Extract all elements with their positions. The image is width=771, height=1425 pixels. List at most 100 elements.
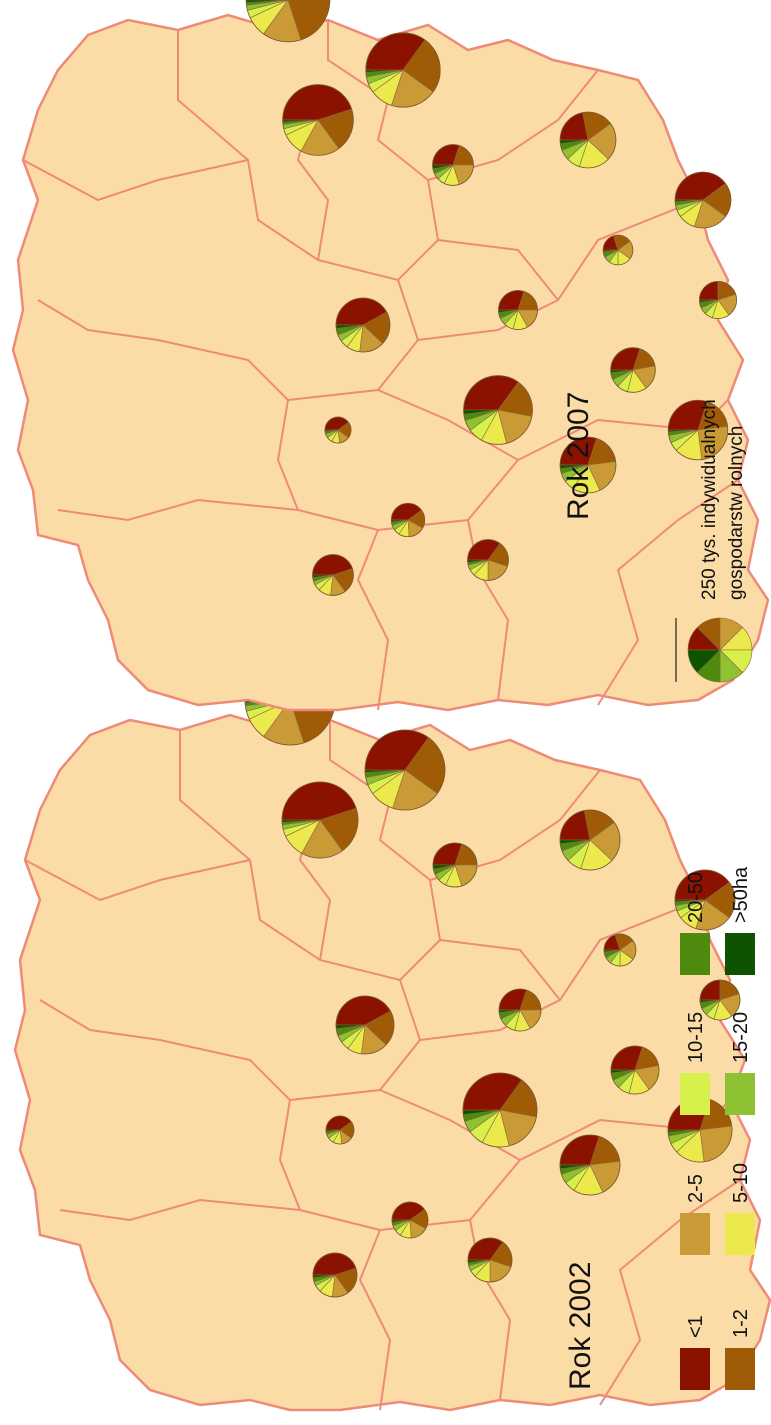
legend-swatch [680,933,710,975]
map-title-2007: Rok 2007 [562,392,595,520]
map-2002-pie [559,809,621,871]
legend-swatch [680,1073,710,1115]
map-2007-pie [390,502,426,538]
map-2002-pie [674,869,736,931]
map-2007-pie [432,144,474,186]
map-2002-pie [498,988,542,1032]
map-2002-pie-outline [432,842,478,888]
legend-label: 10-15 [685,1012,707,1063]
legend-size-reference-slice [687,649,721,674]
map-2007-pie [245,0,331,43]
map-2007-pie [282,84,354,156]
map-2007-pie-outline [463,375,533,445]
legend-label: 20-50 [685,872,707,923]
map-2002-pie-outline [467,1237,513,1283]
map-2007-pie-outline [282,84,354,156]
legend-size-reference: 250 tys. indywidualnych gospodarstw rolny… [675,399,753,683]
map-2002-pie [610,1045,660,1095]
map-2007: Rok 2007 [11,0,770,712]
map-2002-pie-outline [603,933,637,967]
map-2007-pie-outline [667,399,729,461]
map-2002-pie-outline [674,869,736,931]
map-2007-pie [365,32,441,108]
legend-label: >50ha [730,866,752,923]
map-2002-pie [391,1201,429,1239]
map-2007-pie-outline [602,234,634,266]
map-2007-pie-outline [365,32,441,108]
map-2002-pie-outline [498,988,542,1032]
map-2002-pie-outline [462,1072,538,1148]
legend: <1 1-2 2-5 5-10 10-15 15-20 20-50 >50ha 250 tys.… [675,399,755,1390]
legend-label: 1-2 [730,1309,752,1338]
map-2002-pie [312,1252,358,1298]
legend-swatch [725,1073,755,1115]
map-2007-pie [610,347,656,393]
voivodeship-borders-2002 [24,720,741,1411]
map-2007-pie-outline [324,416,352,444]
map-2002-pie [462,1072,538,1148]
map-2002-pie-outline [699,979,741,1021]
map-2007-pie [467,539,509,581]
map-2007-pie-outline [498,290,538,330]
map-2002-pie [325,1115,355,1145]
map-2002: Rok 2002 [13,654,771,1412]
map-2007-pie [699,281,738,320]
legend-size-text-line2: gospodarstw rolnych [726,426,747,600]
map-2002-pie-outline [364,729,446,811]
map-2007-pie-outline [467,539,509,581]
map-2002-pie-outline [559,809,621,871]
pie-charts-2002 [244,654,741,1298]
legend-size-text-line1: 250 tys. indywidualnych [699,399,720,600]
map-2002-pie-outline [281,781,359,859]
map-2002-pie-outline [391,1201,429,1239]
map-2007-pie [463,375,533,445]
map-2007-pie-outline [312,554,354,596]
map-title-2002: Rok 2002 [564,1262,597,1390]
map-2002-pie-outline [559,1134,621,1196]
map-2007-pie [559,436,617,494]
map-2002-pie-outline [335,995,395,1055]
map-2007-pie [667,399,729,461]
map-2002-pie [699,979,741,1021]
map-2002-pie [364,729,446,811]
map-2002-pie-outline [325,1115,355,1145]
legend-swatch [725,1348,755,1390]
legend-label: 2-5 [685,1174,707,1203]
map-2007-pie-outline [432,144,474,186]
map-2002-pie [467,1237,513,1283]
map-2007-pie [602,234,634,266]
legend-label: 15-20 [730,1012,752,1063]
map-2007-pie-outline [245,0,331,43]
legend-swatch [725,933,755,975]
map-2002-pie [603,933,637,967]
legend-swatch [680,1213,710,1255]
map-2007-pie [559,111,617,169]
map-2007-pie [312,554,354,596]
map-2007-pie-outline [335,297,391,353]
map-2007-pie-outline [674,171,732,229]
legend-label: <1 [685,1315,707,1338]
pie-charts-2007 [245,0,738,596]
map-2007-pie-outline [390,502,426,538]
map-2002-pie-outline [312,1252,358,1298]
map-2002-pie-outline [610,1045,660,1095]
map-2007-pie [498,290,538,330]
map-2002-pie [281,781,359,859]
map-2007-pie [335,297,391,353]
map-2007-pie [324,416,352,444]
country-outline-2007 [11,13,770,712]
map-2007-pie [674,171,732,229]
map-2007-pie-outline [559,111,617,169]
map-2002-pie [335,995,395,1055]
legend-swatch [680,1348,710,1390]
map-2007-pie-outline [699,281,738,320]
map-2002-pie [432,842,478,888]
map-2007-pie-outline [610,347,656,393]
map-2007-pie-outline [559,436,617,494]
legend-swatch [725,1213,755,1255]
map-2002-pie [559,1134,621,1196]
legend-label: 5-10 [730,1163,752,1203]
